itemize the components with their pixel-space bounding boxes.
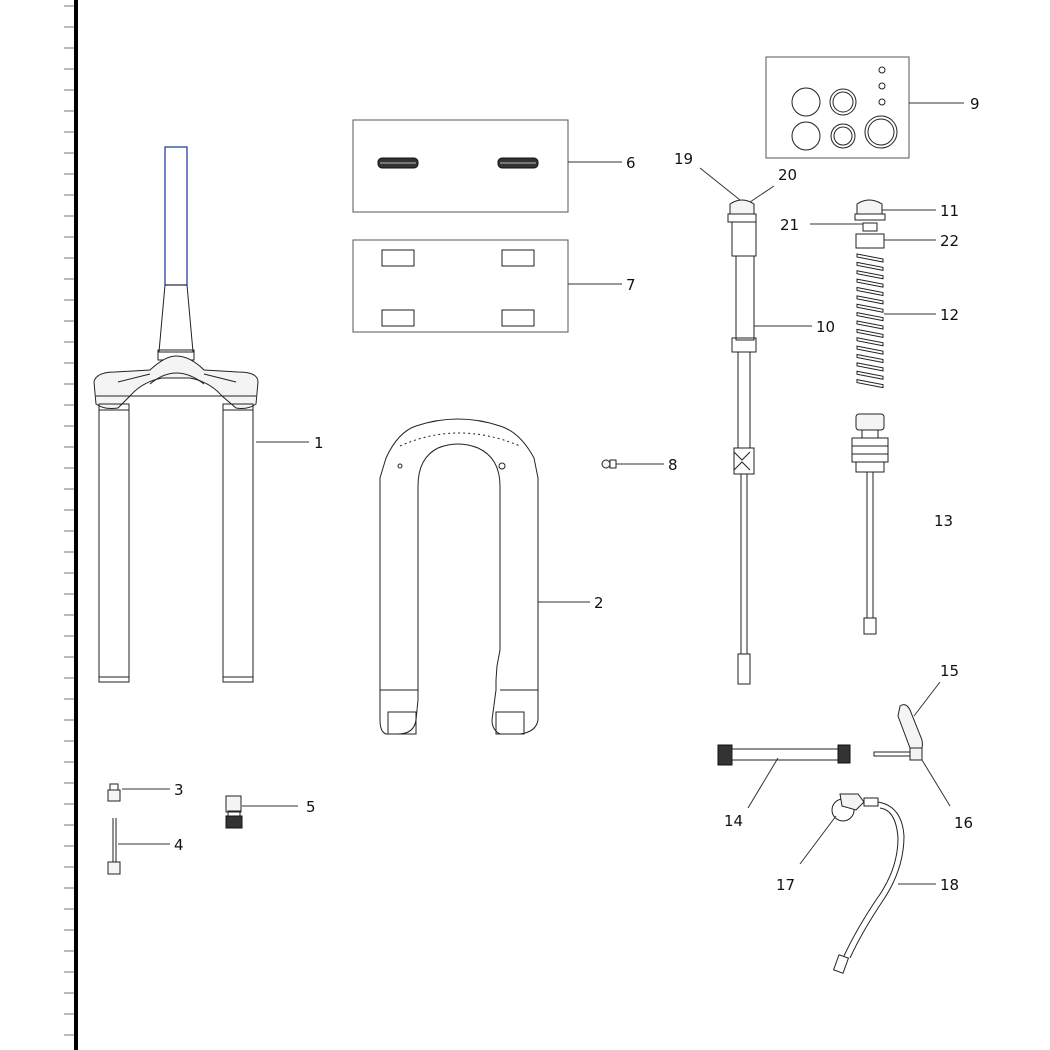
part-coil-spring	[856, 253, 884, 389]
part-damper-cartridge	[727, 199, 757, 685]
callout-12: 12	[940, 306, 959, 324]
part-spacer	[862, 222, 878, 232]
leader-lines	[118, 102, 964, 885]
part-bolt-small	[107, 783, 121, 802]
callout-19: 19	[674, 150, 693, 168]
callout-11: 11	[940, 202, 959, 220]
part-preload-spacer	[855, 233, 885, 249]
callout-8: 8	[668, 456, 678, 474]
part-spring-shaft-assembly	[851, 413, 889, 635]
part-qr-skewer	[873, 747, 923, 761]
callout-14: 14	[724, 812, 743, 830]
callout-18: 18	[940, 876, 959, 894]
part-top-cap	[854, 199, 886, 221]
part-box-foam-rings	[352, 239, 569, 333]
callout-16: 16	[954, 814, 973, 832]
part-remote-lever	[831, 793, 879, 822]
part-small-bolt	[601, 459, 617, 469]
callout-4: 4	[174, 836, 184, 854]
callout-1: 1	[314, 434, 324, 452]
part-valve-cap	[225, 795, 243, 829]
callout-labels: 1 2 3 4 5 6 7 8 9 10 11 12 13 14 15 16 1…	[174, 95, 980, 894]
callout-10: 10	[816, 318, 835, 336]
callout-3: 3	[174, 781, 184, 799]
part-box-wipers	[352, 119, 569, 213]
callout-20: 20	[778, 166, 797, 184]
callout-9: 9	[970, 95, 980, 113]
part-lowers	[379, 418, 539, 735]
callout-21: 21	[780, 216, 799, 234]
part-rod-tool	[107, 818, 121, 875]
callout-22: 22	[940, 232, 959, 250]
callout-2: 2	[594, 594, 604, 612]
callout-5: 5	[306, 798, 316, 816]
left-ruler	[64, 0, 78, 1050]
callout-7: 7	[626, 276, 636, 294]
part-crown-steerer-uppers	[93, 146, 259, 683]
part-box-orings	[765, 56, 910, 159]
callout-13: 13	[934, 512, 953, 530]
callout-6: 6	[626, 154, 636, 172]
callout-15: 15	[940, 662, 959, 680]
part-axle	[717, 744, 851, 766]
part-remote-cable	[832, 801, 905, 974]
callout-17: 17	[776, 876, 795, 894]
